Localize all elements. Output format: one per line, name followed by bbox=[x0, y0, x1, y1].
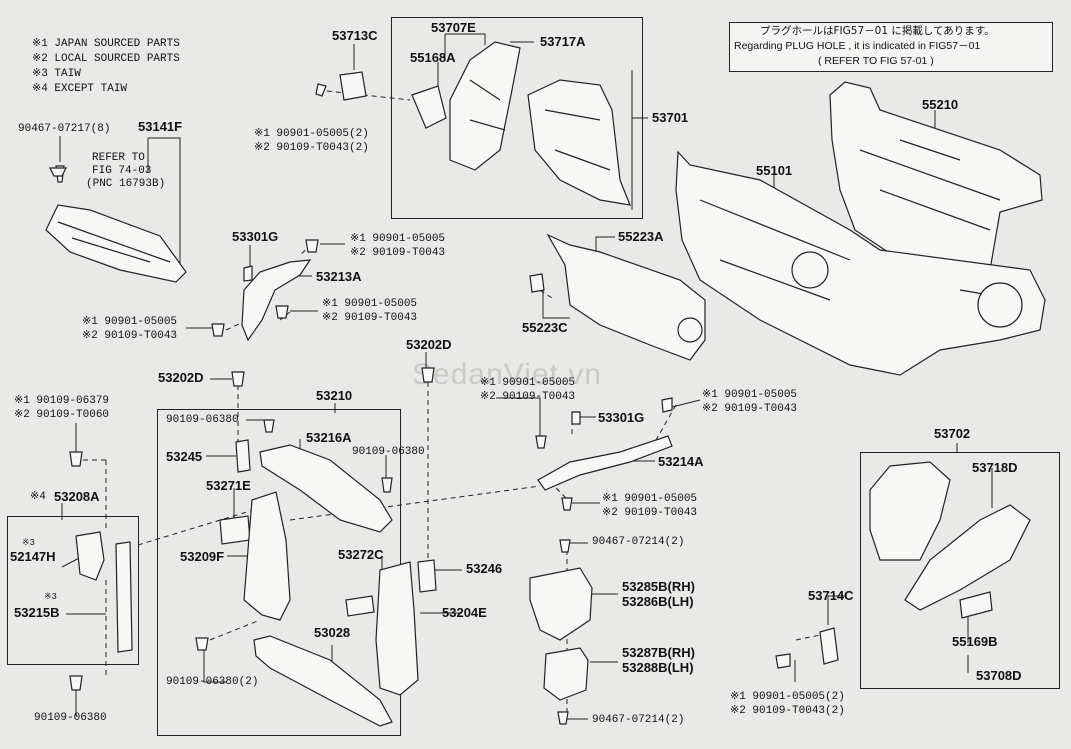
part-label[interactable]: 53141F bbox=[138, 119, 183, 134]
part-label[interactable]: ※2 90109-T0043 bbox=[702, 403, 798, 415]
part-label[interactable]: 53718D bbox=[972, 460, 1018, 475]
group-box-53702 bbox=[860, 452, 1060, 689]
part-label[interactable]: 53288B(LH) bbox=[622, 660, 694, 675]
part-label[interactable]: 53214A bbox=[658, 454, 704, 469]
part-label[interactable]: 90467-07217(8) bbox=[18, 123, 111, 135]
part-label[interactable]: 53202D bbox=[406, 337, 452, 352]
part-label[interactable]: 53701 bbox=[652, 110, 689, 125]
part-label[interactable]: ※2 90109-T0043 bbox=[602, 507, 698, 519]
part-label[interactable]: 90467-07214(2) bbox=[592, 714, 685, 726]
part-label[interactable]: 53713C bbox=[332, 28, 378, 43]
part-label[interactable]: 53245 bbox=[166, 449, 203, 464]
part-label[interactable]: 53708D bbox=[976, 668, 1022, 683]
part-label[interactable]: ※2 90109-T0043 bbox=[480, 391, 576, 403]
part-label[interactable]: ※1 90901-05005 bbox=[322, 298, 418, 310]
part-label[interactable]: 90109-06380 bbox=[166, 414, 239, 426]
part-label[interactable]: ※2 90109-T0043(2) bbox=[254, 142, 369, 154]
part-label[interactable]: 53714C bbox=[808, 588, 854, 603]
part-label[interactable]: 53202D bbox=[158, 370, 204, 385]
part-label[interactable]: 53216A bbox=[306, 430, 352, 445]
part-label[interactable]: 53301G bbox=[598, 410, 645, 425]
refer-text: (PNC 16793B) bbox=[86, 178, 166, 190]
part-label[interactable]: 90109-06380 bbox=[352, 446, 425, 458]
part-label[interactable]: 53287B(RH) bbox=[622, 645, 695, 660]
part-label[interactable]: 53028 bbox=[314, 625, 351, 640]
group-box-53208a bbox=[7, 516, 139, 665]
legend-item: ※1 JAPAN SOURCED PARTS bbox=[32, 38, 180, 50]
part-label[interactable]: ※2 90109-T0043 bbox=[350, 247, 446, 259]
part-label[interactable]: ※1 90901-05005(2) bbox=[254, 128, 369, 140]
part-label[interactable]: 53286B(LH) bbox=[622, 594, 694, 609]
part-label: ※4 bbox=[30, 491, 46, 503]
part-label[interactable]: 53301G bbox=[232, 229, 279, 244]
part-label[interactable]: ※1 90109-06379 bbox=[14, 395, 110, 407]
part-label[interactable]: ※2 90109-T0043 bbox=[322, 312, 418, 324]
part-label[interactable]: ※1 90901-05005 bbox=[702, 389, 798, 401]
part-label[interactable]: ※1 90901-05005 bbox=[82, 316, 178, 328]
part-label[interactable]: 53210 bbox=[316, 388, 353, 403]
part-label[interactable]: 55101 bbox=[756, 163, 793, 178]
part-label[interactable]: ※1 90901-05005 bbox=[350, 233, 446, 245]
part-label[interactable]: 52147H bbox=[10, 549, 56, 564]
part-label[interactable]: ※1 90901-05005 bbox=[602, 493, 698, 505]
part-label[interactable]: 53213A bbox=[316, 269, 362, 284]
refer-text: REFER TO bbox=[92, 152, 145, 164]
part-label[interactable]: ※2 90109-T0060 bbox=[14, 409, 110, 421]
legend-item: ※4 EXCEPT TAIW bbox=[32, 83, 128, 95]
part-label[interactable]: 53717A bbox=[540, 34, 586, 49]
part-label[interactable]: 53246 bbox=[466, 561, 503, 576]
note-line-1: プラグホールはFIG57－01 に掲載してあります。 bbox=[760, 25, 995, 37]
part-53141f-shape bbox=[45, 204, 187, 283]
part-label[interactable]: ※1 90901-05005(2) bbox=[730, 691, 845, 703]
legend-item: ※3 TAIW bbox=[32, 68, 81, 80]
refer-text: FIG 74-03 bbox=[92, 165, 152, 177]
part-label[interactable]: ※2 90109-T0043(2) bbox=[730, 705, 845, 717]
part-label[interactable]: 53285B(RH) bbox=[622, 579, 695, 594]
part-label[interactable]: 90109-06380(2) bbox=[166, 676, 259, 688]
part-label[interactable]: ※2 90109-T0043 bbox=[82, 330, 178, 342]
note-line-3: ( REFER TO FIG 57-01 ) bbox=[818, 55, 934, 67]
part-label[interactable]: 55223A bbox=[618, 229, 664, 244]
part-label[interactable]: 55169B bbox=[952, 634, 998, 649]
part-label[interactable]: 90109-06380 bbox=[34, 712, 107, 724]
note-line-2: Regarding PLUG HOLE , it is indicated in… bbox=[734, 40, 981, 52]
part-label[interactable]: 53208A bbox=[54, 489, 100, 504]
part-label[interactable]: 90467-07214(2) bbox=[592, 536, 685, 548]
watermark: SedanViet.vn bbox=[412, 358, 602, 391]
part-label[interactable]: 53272C bbox=[338, 547, 384, 562]
part-label[interactable]: 53215B bbox=[14, 605, 60, 620]
part-label[interactable]: 53271E bbox=[206, 478, 251, 493]
plug-hole-note bbox=[729, 22, 1053, 72]
part-label[interactable]: 53702 bbox=[934, 426, 971, 441]
part-label[interactable]: 55210 bbox=[922, 97, 959, 112]
legend-item: ※2 LOCAL SOURCED PARTS bbox=[32, 53, 180, 65]
part-label[interactable]: 55168A bbox=[410, 50, 456, 65]
part-label[interactable]: 53707E bbox=[431, 20, 476, 35]
part-label: ※3 bbox=[44, 592, 57, 602]
part-label[interactable]: 53209F bbox=[180, 549, 225, 564]
part-label[interactable]: ※1 90901-05005 bbox=[480, 377, 576, 389]
part-label: ※3 bbox=[22, 538, 35, 548]
part-label[interactable]: 53204E bbox=[442, 605, 487, 620]
part-label[interactable]: 55223C bbox=[522, 320, 568, 335]
